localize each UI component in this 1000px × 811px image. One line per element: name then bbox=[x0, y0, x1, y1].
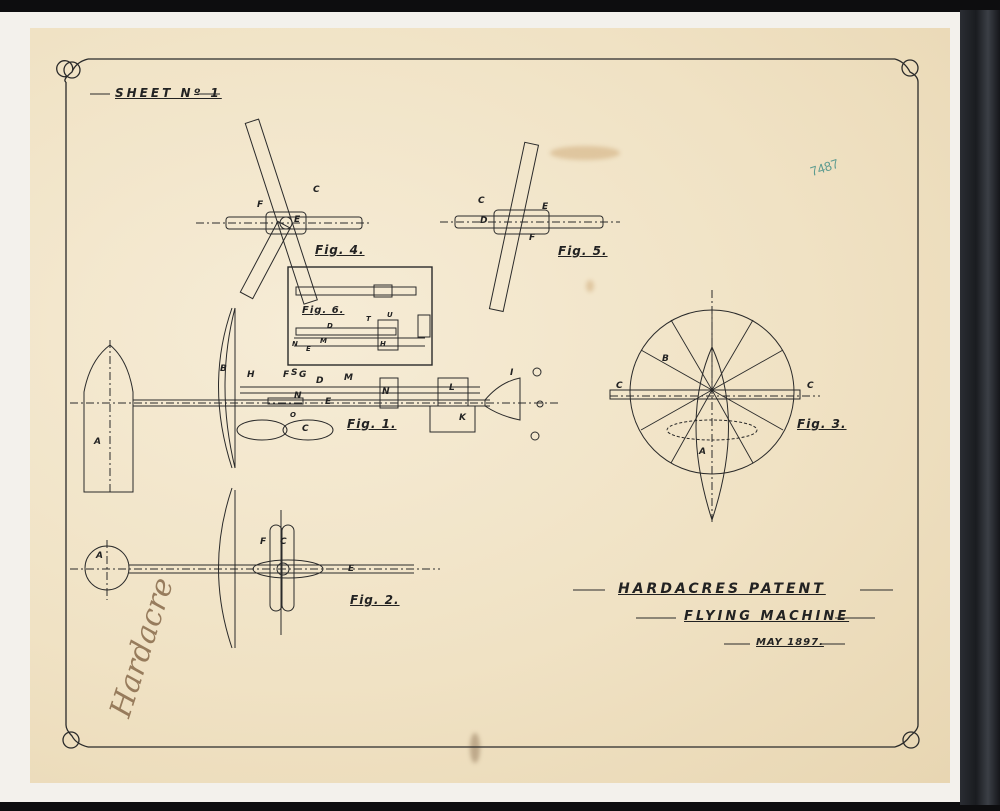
figure-6-caption: Fig. 6. bbox=[302, 305, 345, 316]
part-label: E bbox=[348, 564, 355, 574]
part-label: C bbox=[807, 381, 814, 391]
part-label: C bbox=[302, 424, 309, 434]
part-label: O bbox=[290, 411, 296, 419]
part-label: D bbox=[327, 322, 333, 330]
part-label: N bbox=[382, 387, 390, 397]
part-label: U bbox=[387, 311, 393, 319]
part-label: F bbox=[283, 370, 290, 380]
figure-3-caption: Fig. 3. bbox=[797, 417, 847, 431]
figure-1-caption: Fig. 1. bbox=[347, 417, 397, 431]
part-label: T bbox=[366, 315, 371, 323]
figure-4-caption: Fig. 4. bbox=[315, 243, 365, 257]
part-label: N bbox=[294, 391, 302, 401]
figure-5-drawing bbox=[440, 141, 620, 313]
border-frame bbox=[56, 58, 920, 749]
part-label: F bbox=[260, 537, 267, 547]
part-label: M bbox=[320, 337, 327, 345]
part-label: G bbox=[299, 370, 307, 380]
part-label: S bbox=[291, 368, 298, 378]
part-label: C bbox=[478, 196, 485, 206]
part-label: A bbox=[94, 437, 101, 447]
part-label: I bbox=[510, 368, 514, 378]
figure-2-drawing bbox=[70, 487, 440, 649]
figure-1-drawing bbox=[70, 307, 560, 495]
part-label: M bbox=[344, 373, 353, 383]
patent-subtitle: FLYING MACHINE bbox=[684, 609, 850, 624]
part-label: A bbox=[96, 551, 103, 561]
figure-6-drawing bbox=[287, 266, 433, 366]
part-label: F bbox=[529, 233, 536, 243]
part-label: E bbox=[325, 397, 332, 407]
part-label: E bbox=[306, 345, 311, 353]
part-label: C bbox=[313, 185, 320, 195]
figure-2-caption: Fig. 2. bbox=[350, 593, 400, 607]
figure-4-drawing bbox=[196, 118, 372, 305]
stain bbox=[550, 146, 620, 160]
part-label: F bbox=[257, 200, 264, 210]
figure-3-drawing bbox=[609, 290, 820, 525]
part-label: D bbox=[316, 376, 324, 386]
plastic-sleeve-edge bbox=[960, 10, 1000, 805]
patent-date: MAY 1897. bbox=[756, 637, 824, 648]
part-label: H bbox=[380, 340, 386, 348]
part-label: K bbox=[459, 413, 466, 423]
figure-5-caption: Fig. 5. bbox=[558, 244, 608, 258]
part-label: B bbox=[220, 364, 227, 374]
part-label: N bbox=[292, 340, 298, 348]
patent-title: HARDACRES PATENT bbox=[618, 581, 826, 597]
part-label: D bbox=[480, 216, 488, 226]
part-label: E bbox=[294, 215, 301, 225]
stain bbox=[470, 733, 480, 763]
part-label: A bbox=[699, 447, 706, 457]
part-label: H bbox=[247, 370, 255, 380]
part-label: E bbox=[542, 202, 549, 212]
part-label: C bbox=[280, 537, 287, 547]
stain bbox=[586, 280, 594, 292]
part-label: L bbox=[449, 383, 455, 393]
title-rules bbox=[90, 93, 893, 645]
part-label: C bbox=[616, 381, 623, 391]
sheet-label: SHEET Nº 1 bbox=[115, 86, 222, 100]
part-label: B bbox=[662, 354, 669, 364]
